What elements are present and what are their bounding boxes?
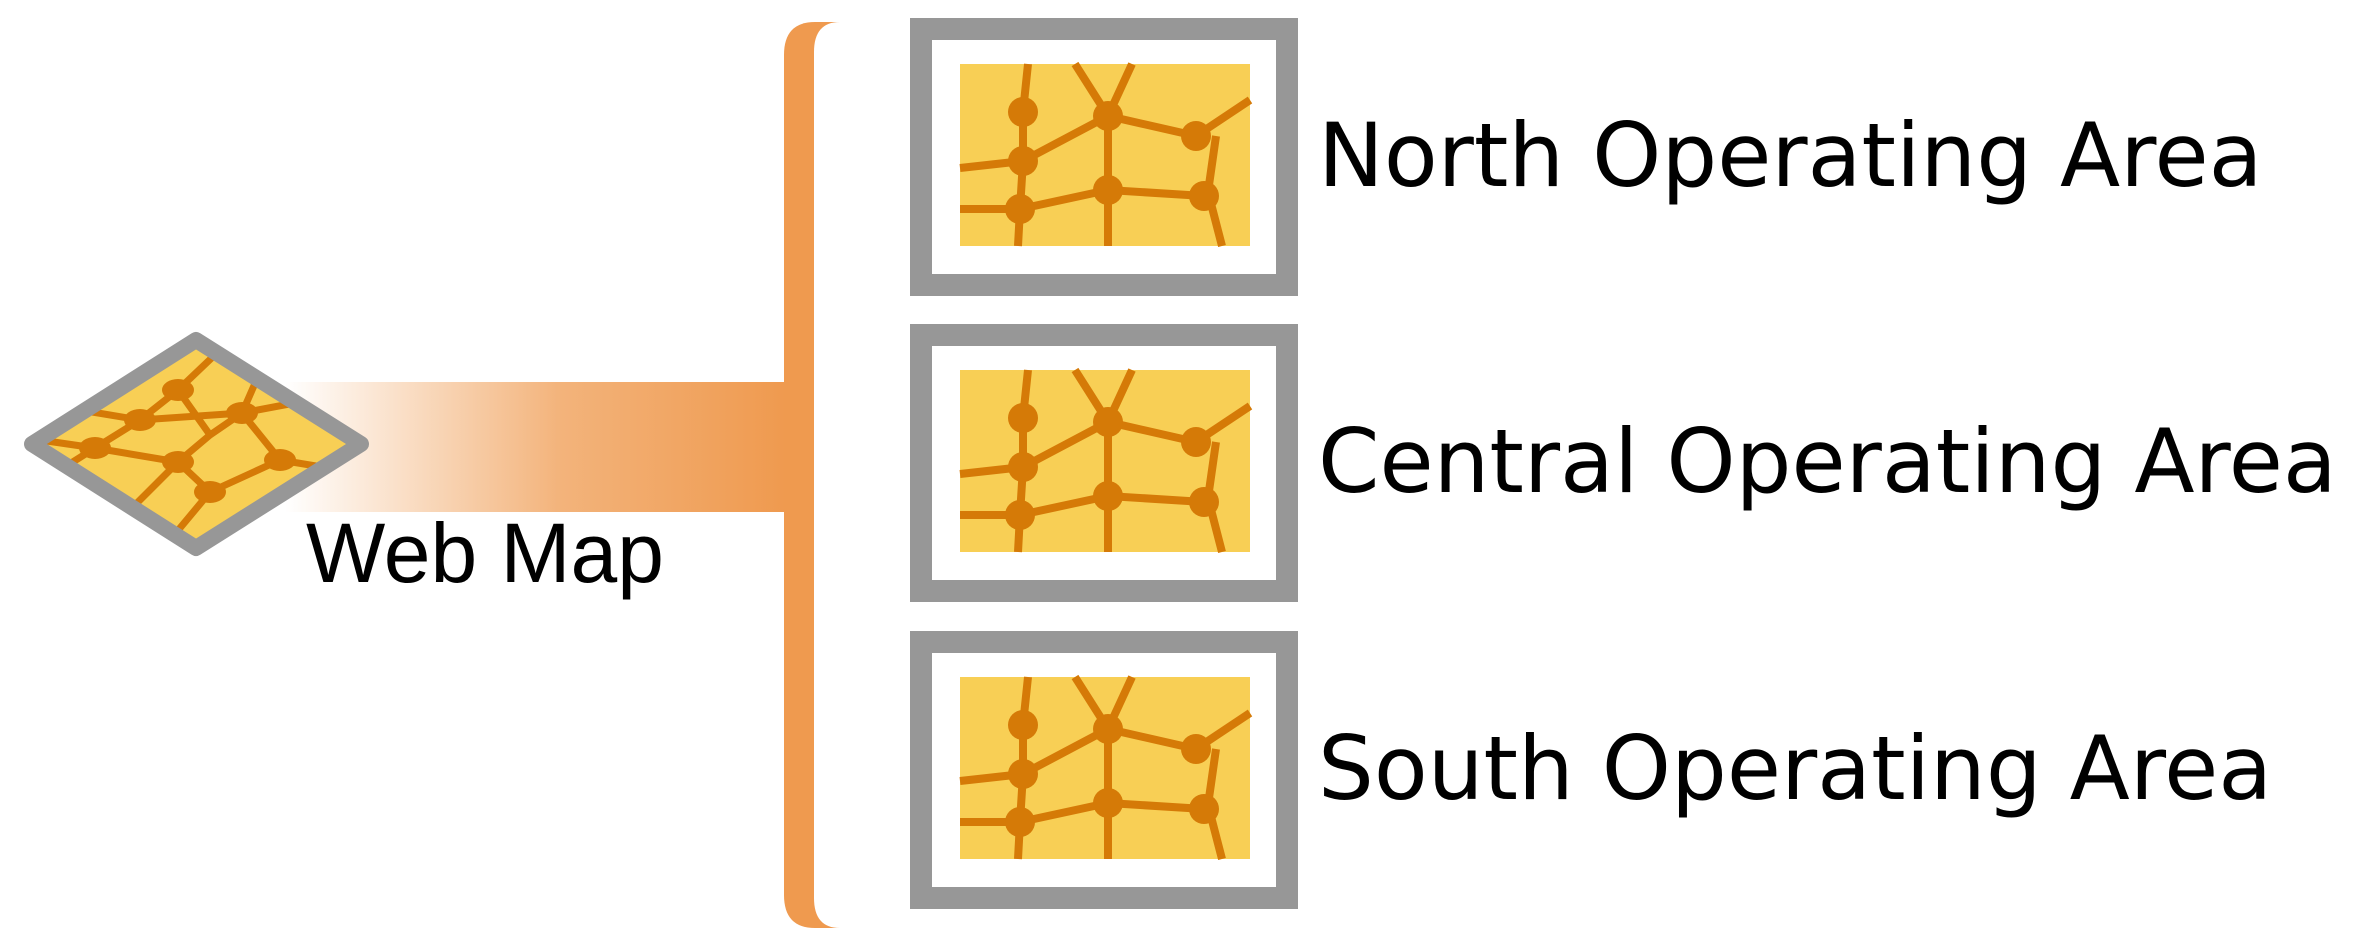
north-area-label: North Operating Area [1318,104,2263,207]
south-area-label: South Operating Area [1318,717,2272,820]
web-map-icon [24,332,369,556]
map-icon [960,677,1250,859]
map-icon [960,370,1250,552]
map-icon [960,64,1250,246]
north-map-thumbnail [910,18,1298,296]
central-area-label: Central Operating Area [1318,410,2337,513]
central-map-thumbnail [910,324,1298,602]
south-map-thumbnail [910,631,1298,909]
web-map-label: Web Map [306,506,664,600]
